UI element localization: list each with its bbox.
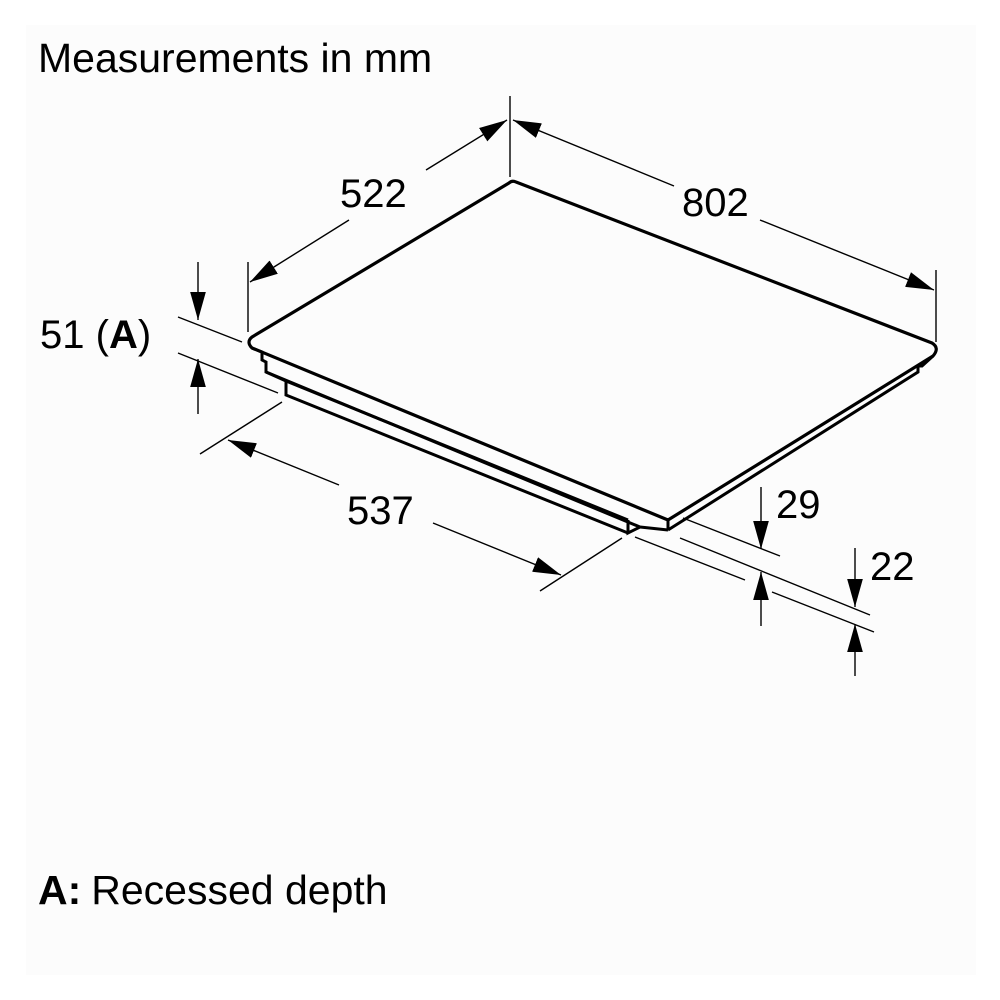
cooktop-body: [265, 370, 641, 536]
page-title: Measurements in mm: [38, 35, 433, 81]
legend: A:Recessed depth: [38, 866, 388, 914]
dimension-height-body-label: 22: [870, 545, 915, 589]
cooktop-glass-top: [247, 179, 938, 522]
dimension-cutout-label: 537: [347, 489, 414, 533]
dimension-height-total: [634, 487, 871, 626]
dimension-cutout: [199, 401, 623, 592]
dimension-recess-label: 51 (A): [40, 313, 151, 357]
dimension-depth: [247, 96, 511, 332]
dimension-width: [512, 119, 937, 342]
dimension-height-body: [771, 548, 875, 676]
dimension-depth-label: 522: [340, 172, 407, 216]
drawing-panel: [26, 25, 976, 975]
dimension-recess: [177, 262, 279, 414]
legend-description: Recessed depth: [91, 867, 388, 913]
dimension-width-label: 802: [682, 181, 749, 225]
dimension-height-total-label: 29: [776, 483, 821, 527]
legend-key: A:: [38, 867, 82, 913]
